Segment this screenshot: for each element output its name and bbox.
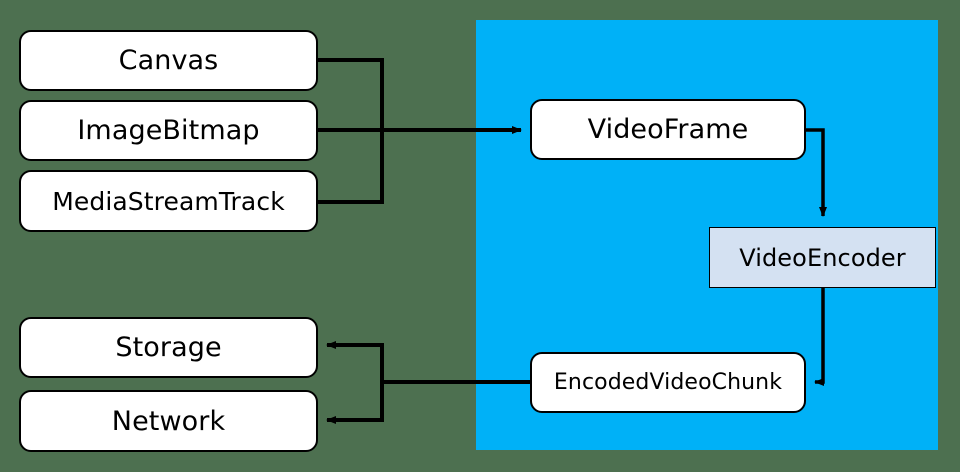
node-videoframe[interactable]: VideoFrame: [530, 99, 806, 160]
node-network[interactable]: Network: [19, 390, 318, 452]
edge-canvas-to-videoframe: [316, 58, 384, 132]
node-network-label: Network: [111, 405, 226, 437]
node-canvas-label: Canvas: [118, 45, 219, 76]
node-encodedvideochunk-label: EncodedVideoChunk: [553, 369, 783, 395]
edge-videoframe-to-videoencoder: [806, 128, 827, 217]
node-imagebitmap-label: ImageBitmap: [77, 115, 260, 146]
node-canvas[interactable]: Canvas: [19, 30, 318, 91]
edge-chunk-to-network: [326, 382, 384, 424]
node-mediastreamtrack-label: MediaStreamTrack: [52, 186, 285, 216]
edge-mediastreamtrack-to-videoframe: [316, 128, 384, 204]
edge-videoencoder-to-chunk: [814, 288, 825, 386]
node-storage-label: Storage: [115, 332, 222, 363]
node-videoencoder-label: VideoEncoder: [739, 243, 906, 272]
node-storage[interactable]: Storage: [19, 317, 318, 378]
node-videoencoder[interactable]: VideoEncoder: [709, 227, 936, 288]
edge-chunk-to-storage: [326, 341, 384, 382]
node-imagebitmap[interactable]: ImageBitmap: [19, 100, 318, 161]
node-mediastreamtrack[interactable]: MediaStreamTrack: [19, 170, 318, 232]
node-encodedvideochunk[interactable]: EncodedVideoChunk: [530, 352, 806, 413]
node-videoframe-label: VideoFrame: [587, 114, 749, 145]
